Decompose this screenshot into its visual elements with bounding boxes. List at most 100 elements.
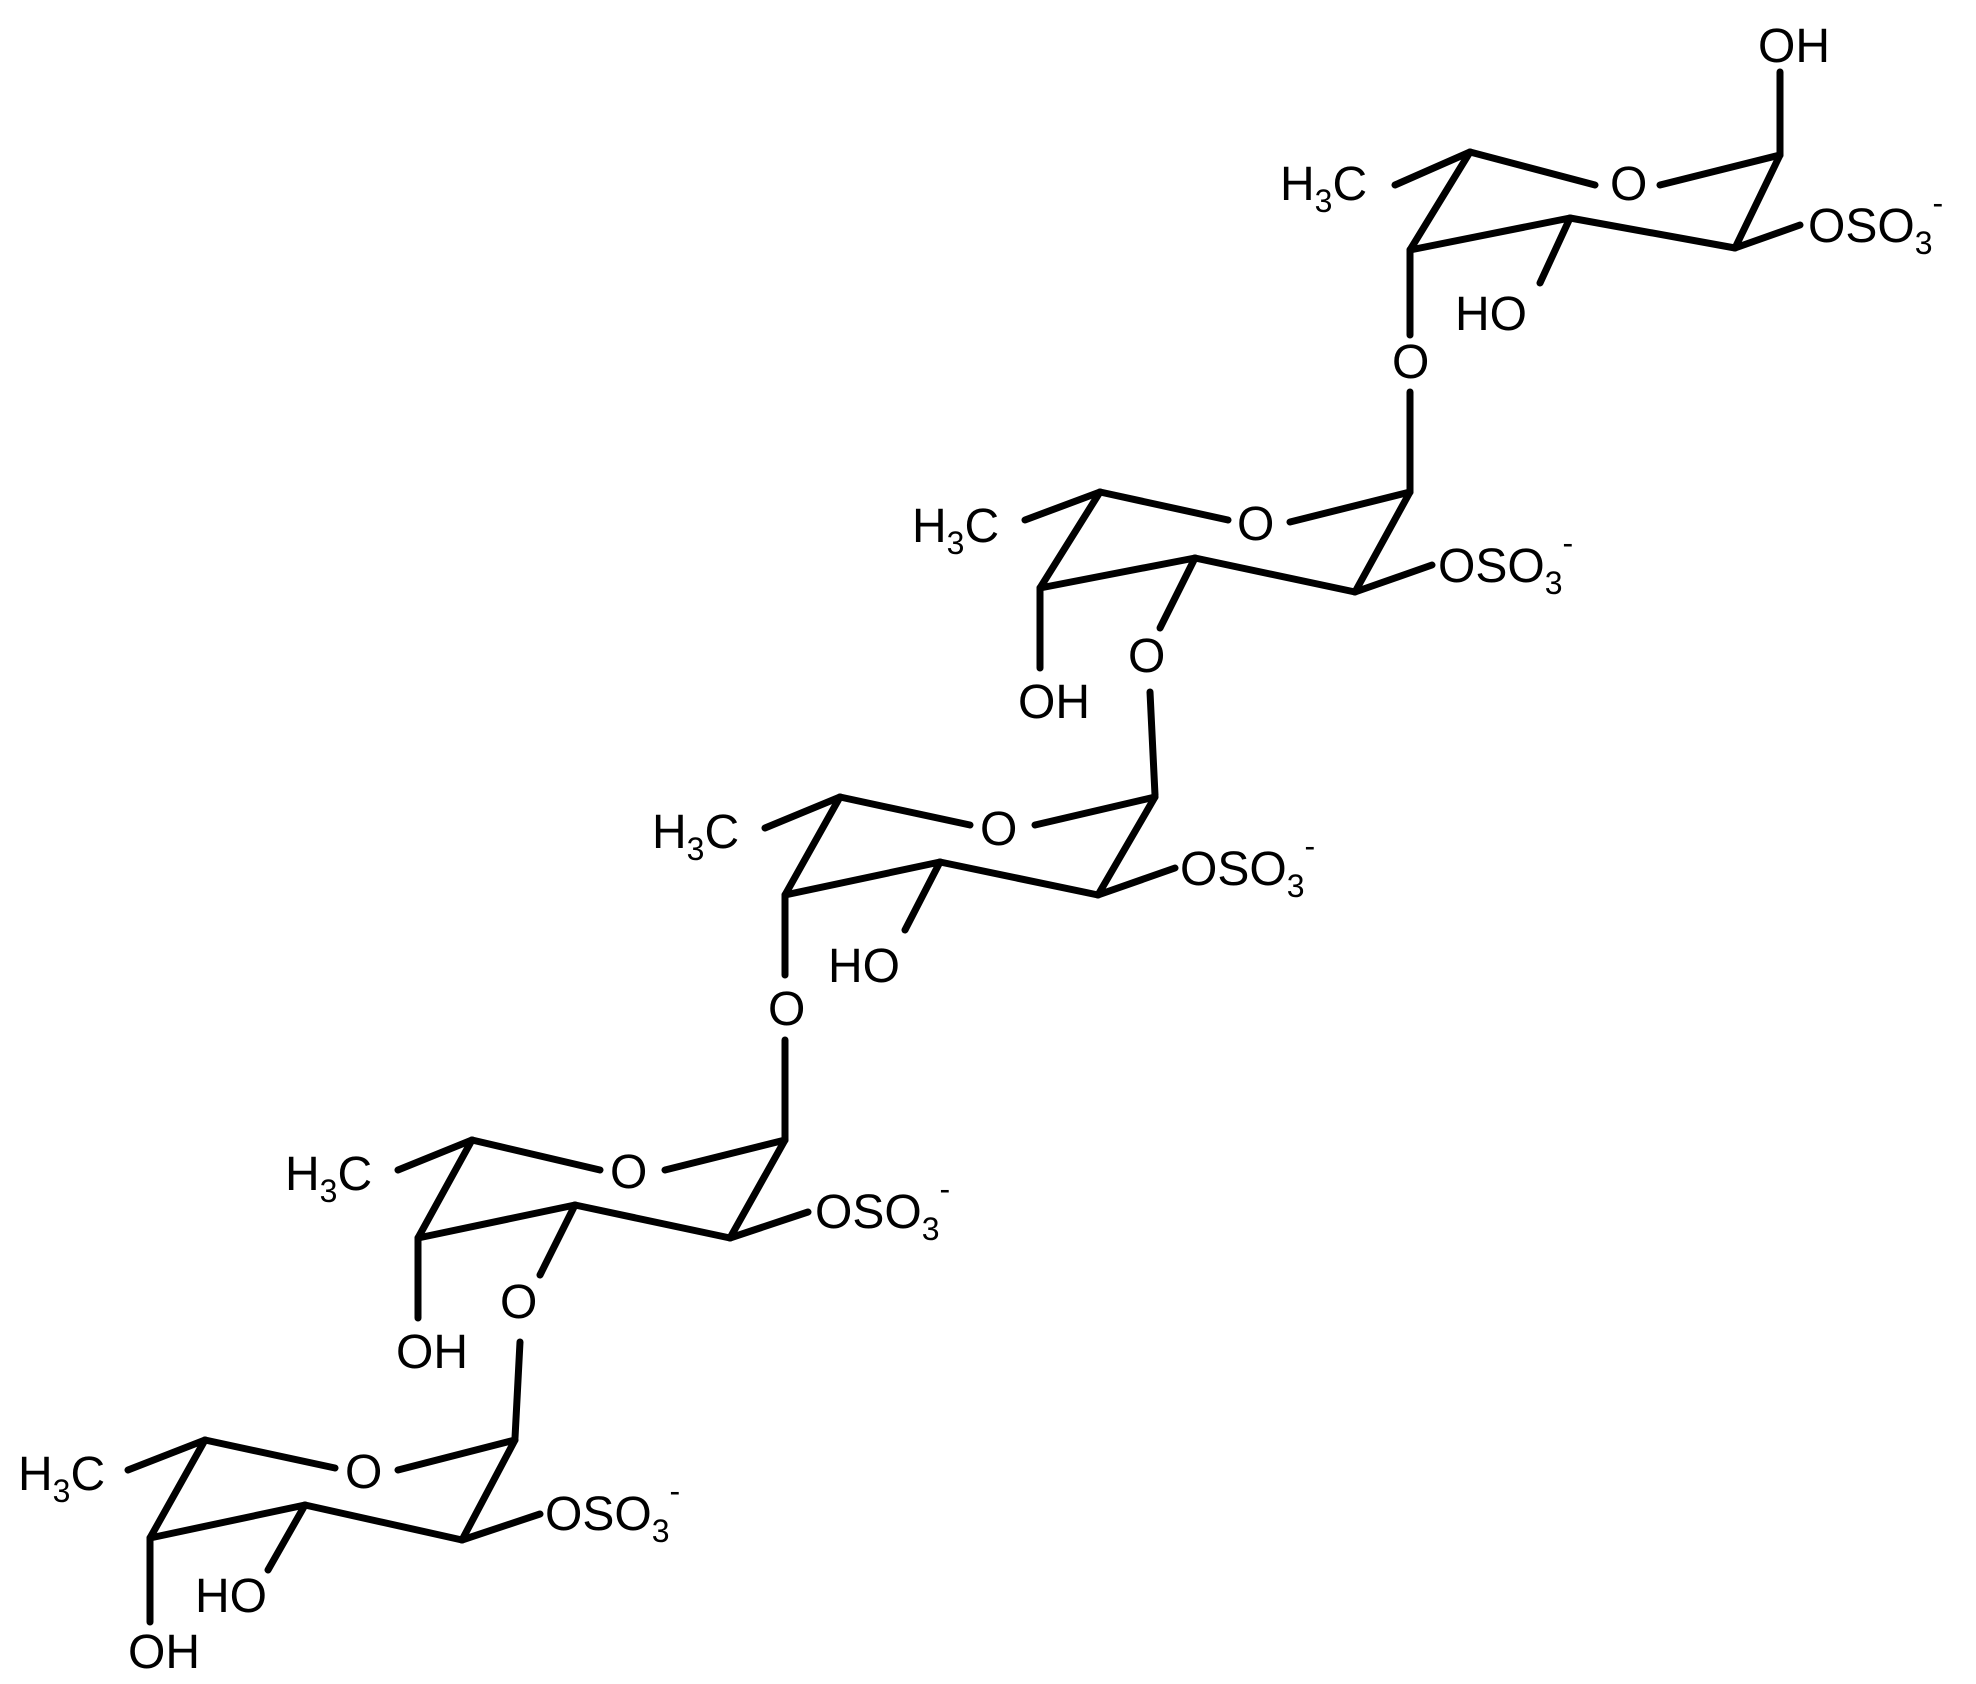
sulfate-label: OSO3 - xyxy=(1808,185,1943,261)
bond xyxy=(1286,488,1414,526)
methyl-label: H3C xyxy=(1280,158,1367,219)
sulfate-subscript: 3 xyxy=(922,1211,940,1247)
sulfate-label: OSO3 - xyxy=(545,1473,680,1549)
sulfate-text: OSO xyxy=(545,1488,652,1541)
bond xyxy=(1656,151,1784,189)
bond xyxy=(1406,148,1474,254)
methyl-h: H xyxy=(285,1148,320,1201)
bond xyxy=(458,1436,519,1544)
ring-oxygen-label: O xyxy=(1610,158,1647,211)
hydroxyl-label: OH xyxy=(1018,676,1090,729)
glycosidic-bond xyxy=(511,1338,524,1442)
methyl-subscript: 3 xyxy=(1315,183,1333,219)
hydroxyl-label: HO xyxy=(1455,288,1527,341)
bond xyxy=(468,1136,604,1174)
bond xyxy=(394,1136,476,1174)
sulfate-label: OSO3 - xyxy=(1438,525,1573,601)
methyl-h: H xyxy=(652,806,687,859)
sulfate-subscript: 3 xyxy=(1287,868,1305,904)
bond xyxy=(901,858,944,934)
methyl-c: C xyxy=(704,806,739,859)
hydroxyl-label: HO xyxy=(828,940,900,993)
bond xyxy=(414,1136,476,1242)
methyl-subscript: 3 xyxy=(53,1473,71,1509)
bond xyxy=(394,1436,519,1474)
methyl-label: H3C xyxy=(18,1448,105,1509)
bond xyxy=(1731,151,1784,252)
sulfate-charge: - xyxy=(939,1171,950,1207)
methyl-label: H3C xyxy=(285,1148,372,1209)
terminal-hydroxyl-label: OH xyxy=(128,1626,200,1679)
bond xyxy=(1094,793,1159,899)
ring-oxygen-label: O xyxy=(1237,498,1274,551)
bond xyxy=(1466,148,1599,189)
bond xyxy=(1191,554,1359,596)
bond xyxy=(1566,214,1739,252)
sulfate-charge: - xyxy=(1932,185,1943,221)
methyl-subscript: 3 xyxy=(947,525,965,561)
sulfate-charge: - xyxy=(1304,828,1315,864)
glycosidic-oxygen-label: O xyxy=(1392,336,1429,389)
sulfate-subscript: 3 xyxy=(652,1513,670,1549)
methyl-c: C xyxy=(1332,158,1367,211)
bond xyxy=(781,793,844,899)
bond xyxy=(301,1501,466,1544)
bond xyxy=(124,1436,209,1474)
bond xyxy=(1536,214,1574,287)
ring-oxygen-label: O xyxy=(610,1146,647,1199)
bond xyxy=(1021,488,1104,524)
bond xyxy=(264,1501,309,1574)
methyl-label: H3C xyxy=(912,500,999,561)
glycosidic-oxygen-label: O xyxy=(1128,630,1165,683)
methyl-c: C xyxy=(70,1448,105,1501)
sugar-unit-1: H3C O OH OSO3- HO O xyxy=(1280,20,1943,389)
bond xyxy=(836,793,974,829)
bond xyxy=(726,1136,789,1242)
bond xyxy=(936,858,1102,899)
bond xyxy=(1406,214,1574,254)
glycosidic-bond xyxy=(1146,688,1159,799)
methyl-label: H3C xyxy=(652,806,739,867)
bond xyxy=(726,1208,812,1242)
sulfate-label: OSO3 - xyxy=(1180,828,1315,904)
bond xyxy=(458,1510,544,1544)
bond xyxy=(1094,864,1179,899)
hydroxyl-label: OH xyxy=(396,1326,468,1379)
ring-oxygen-label: O xyxy=(345,1446,382,1499)
glycosidic-oxygen-label: O xyxy=(768,983,805,1036)
sulfate-charge: - xyxy=(669,1473,680,1509)
anomeric-hydroxyl-label: OH xyxy=(1758,20,1830,73)
bond xyxy=(1351,488,1414,596)
sulfate-text: OSO xyxy=(1808,200,1915,253)
bond xyxy=(414,1201,579,1242)
bond xyxy=(661,1136,789,1174)
methyl-h: H xyxy=(1280,158,1315,211)
methyl-subscript: 3 xyxy=(320,1173,338,1209)
bond xyxy=(146,1436,209,1542)
methyl-subscript: 3 xyxy=(687,831,705,867)
bond xyxy=(146,1501,309,1542)
ring-oxygen-label: O xyxy=(980,803,1017,856)
bond xyxy=(536,1201,579,1279)
sulfate-subscript: 3 xyxy=(1915,225,1933,261)
sulfate-text: OSO xyxy=(1180,843,1287,896)
bond xyxy=(1031,793,1159,829)
sulfate-charge: - xyxy=(1562,525,1573,561)
methyl-c: C xyxy=(964,500,999,553)
glycosidic-oxygen-label: O xyxy=(500,1276,537,1329)
bond xyxy=(761,793,844,832)
bond xyxy=(201,1436,339,1472)
bond xyxy=(1351,561,1436,596)
sugar-unit-5: H3C O OSO3- HO OH xyxy=(18,1436,680,1679)
bond xyxy=(1036,554,1199,592)
bond xyxy=(1156,554,1199,632)
sulfate-text: OSO xyxy=(815,1186,922,1239)
sulfate-label: OSO3 - xyxy=(815,1171,950,1247)
sugar-unit-3: H3C O OSO3- HO O xyxy=(652,793,1315,1036)
sulfate-subscript: 3 xyxy=(1545,565,1563,601)
bond xyxy=(781,858,944,899)
bond xyxy=(571,1201,734,1242)
methyl-c: C xyxy=(337,1148,372,1201)
sulfate-text: OSO xyxy=(1438,540,1545,593)
